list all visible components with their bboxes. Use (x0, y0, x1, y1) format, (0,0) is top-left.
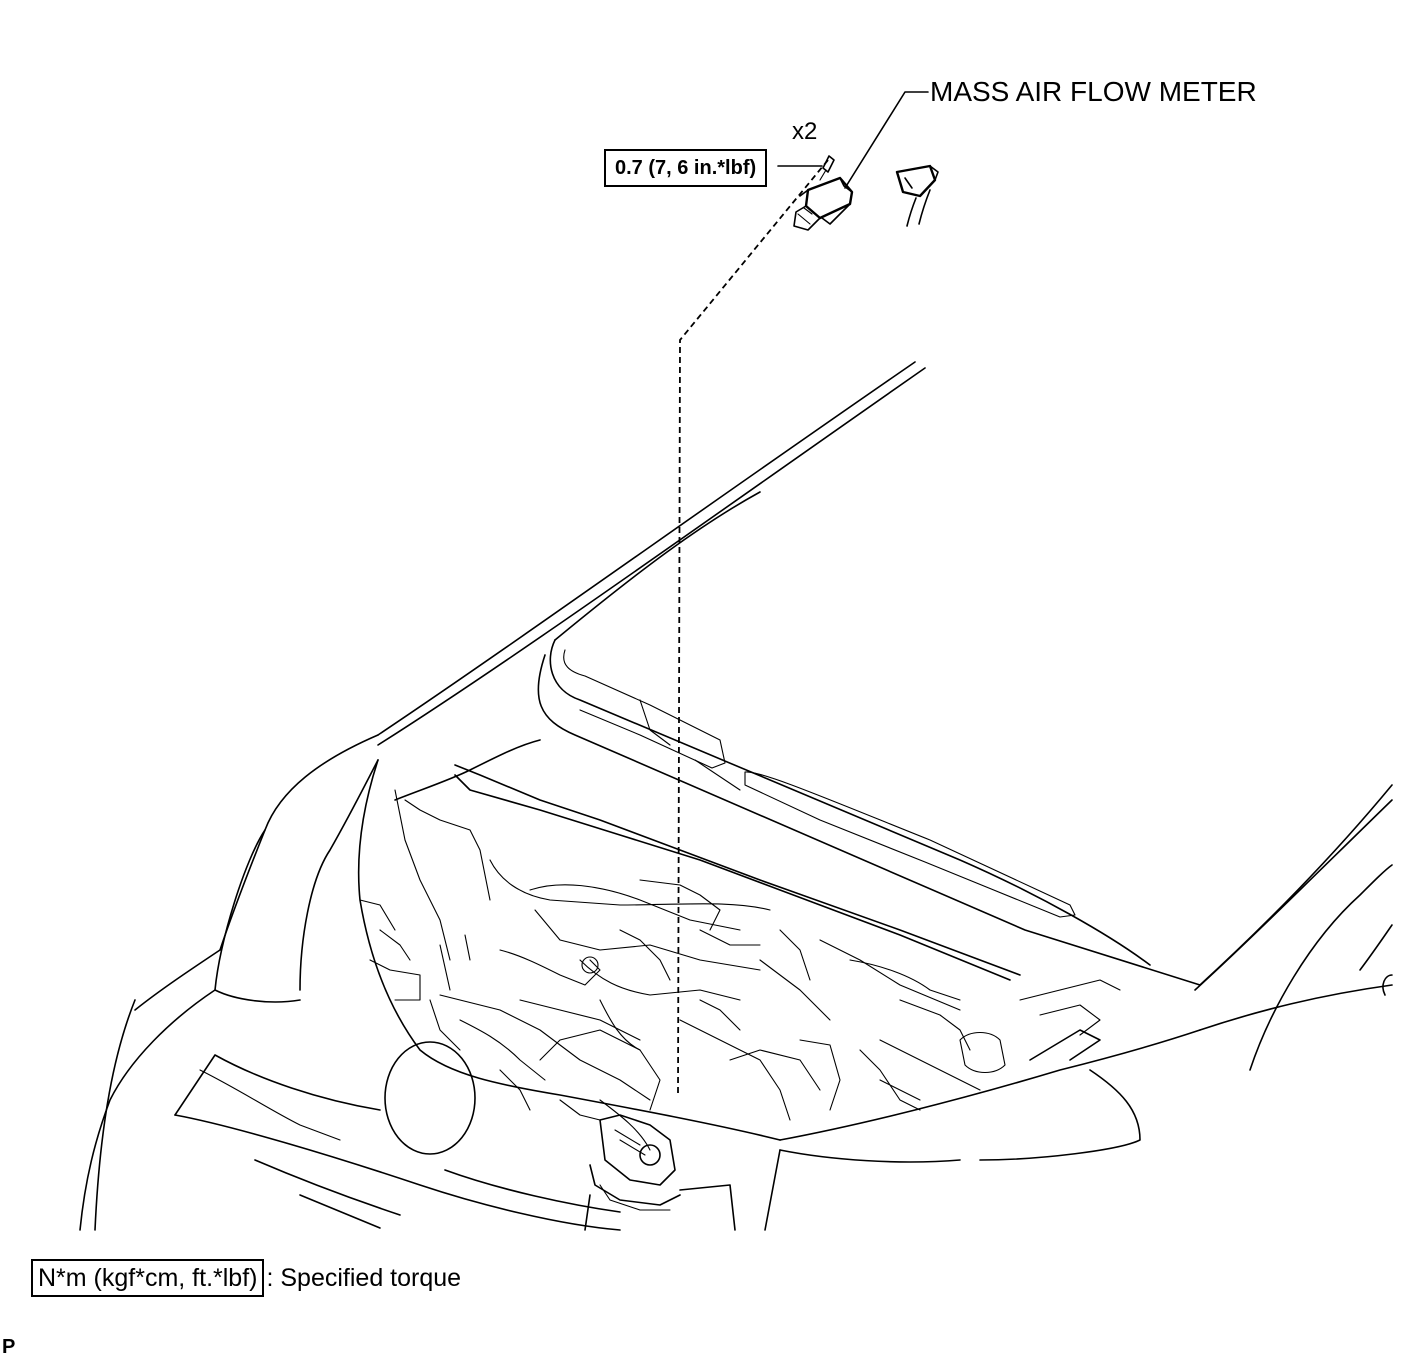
corner-mark: P (2, 1336, 16, 1358)
vehicle-front-body (79, 734, 621, 1231)
screw-icon (819, 155, 835, 181)
part-label-leader (844, 91, 929, 189)
vehicle-right-side (764, 784, 1393, 1231)
part-name-label: MASS AIR FLOW METER (930, 76, 1257, 107)
legend-description: : Specified torque (266, 1264, 462, 1292)
air-cleaner-assembly (584, 1114, 736, 1231)
hood-outline (377, 361, 1201, 986)
legend-unit-box: N*m (kgf*cm, ft.*lbf) (31, 1259, 265, 1297)
torque-value-box: 0.7 (7, 6 in.*lbf) (604, 149, 768, 187)
installation-leader-line (677, 159, 829, 1096)
legend: N*m (kgf*cm, ft.*lbf) : Specified torque (31, 1259, 461, 1297)
connector-icon (895, 164, 939, 227)
engine-compartment (357, 739, 1201, 1151)
mass-air-flow-meter-icon (793, 176, 854, 231)
quantity-label: x2 (792, 118, 818, 145)
